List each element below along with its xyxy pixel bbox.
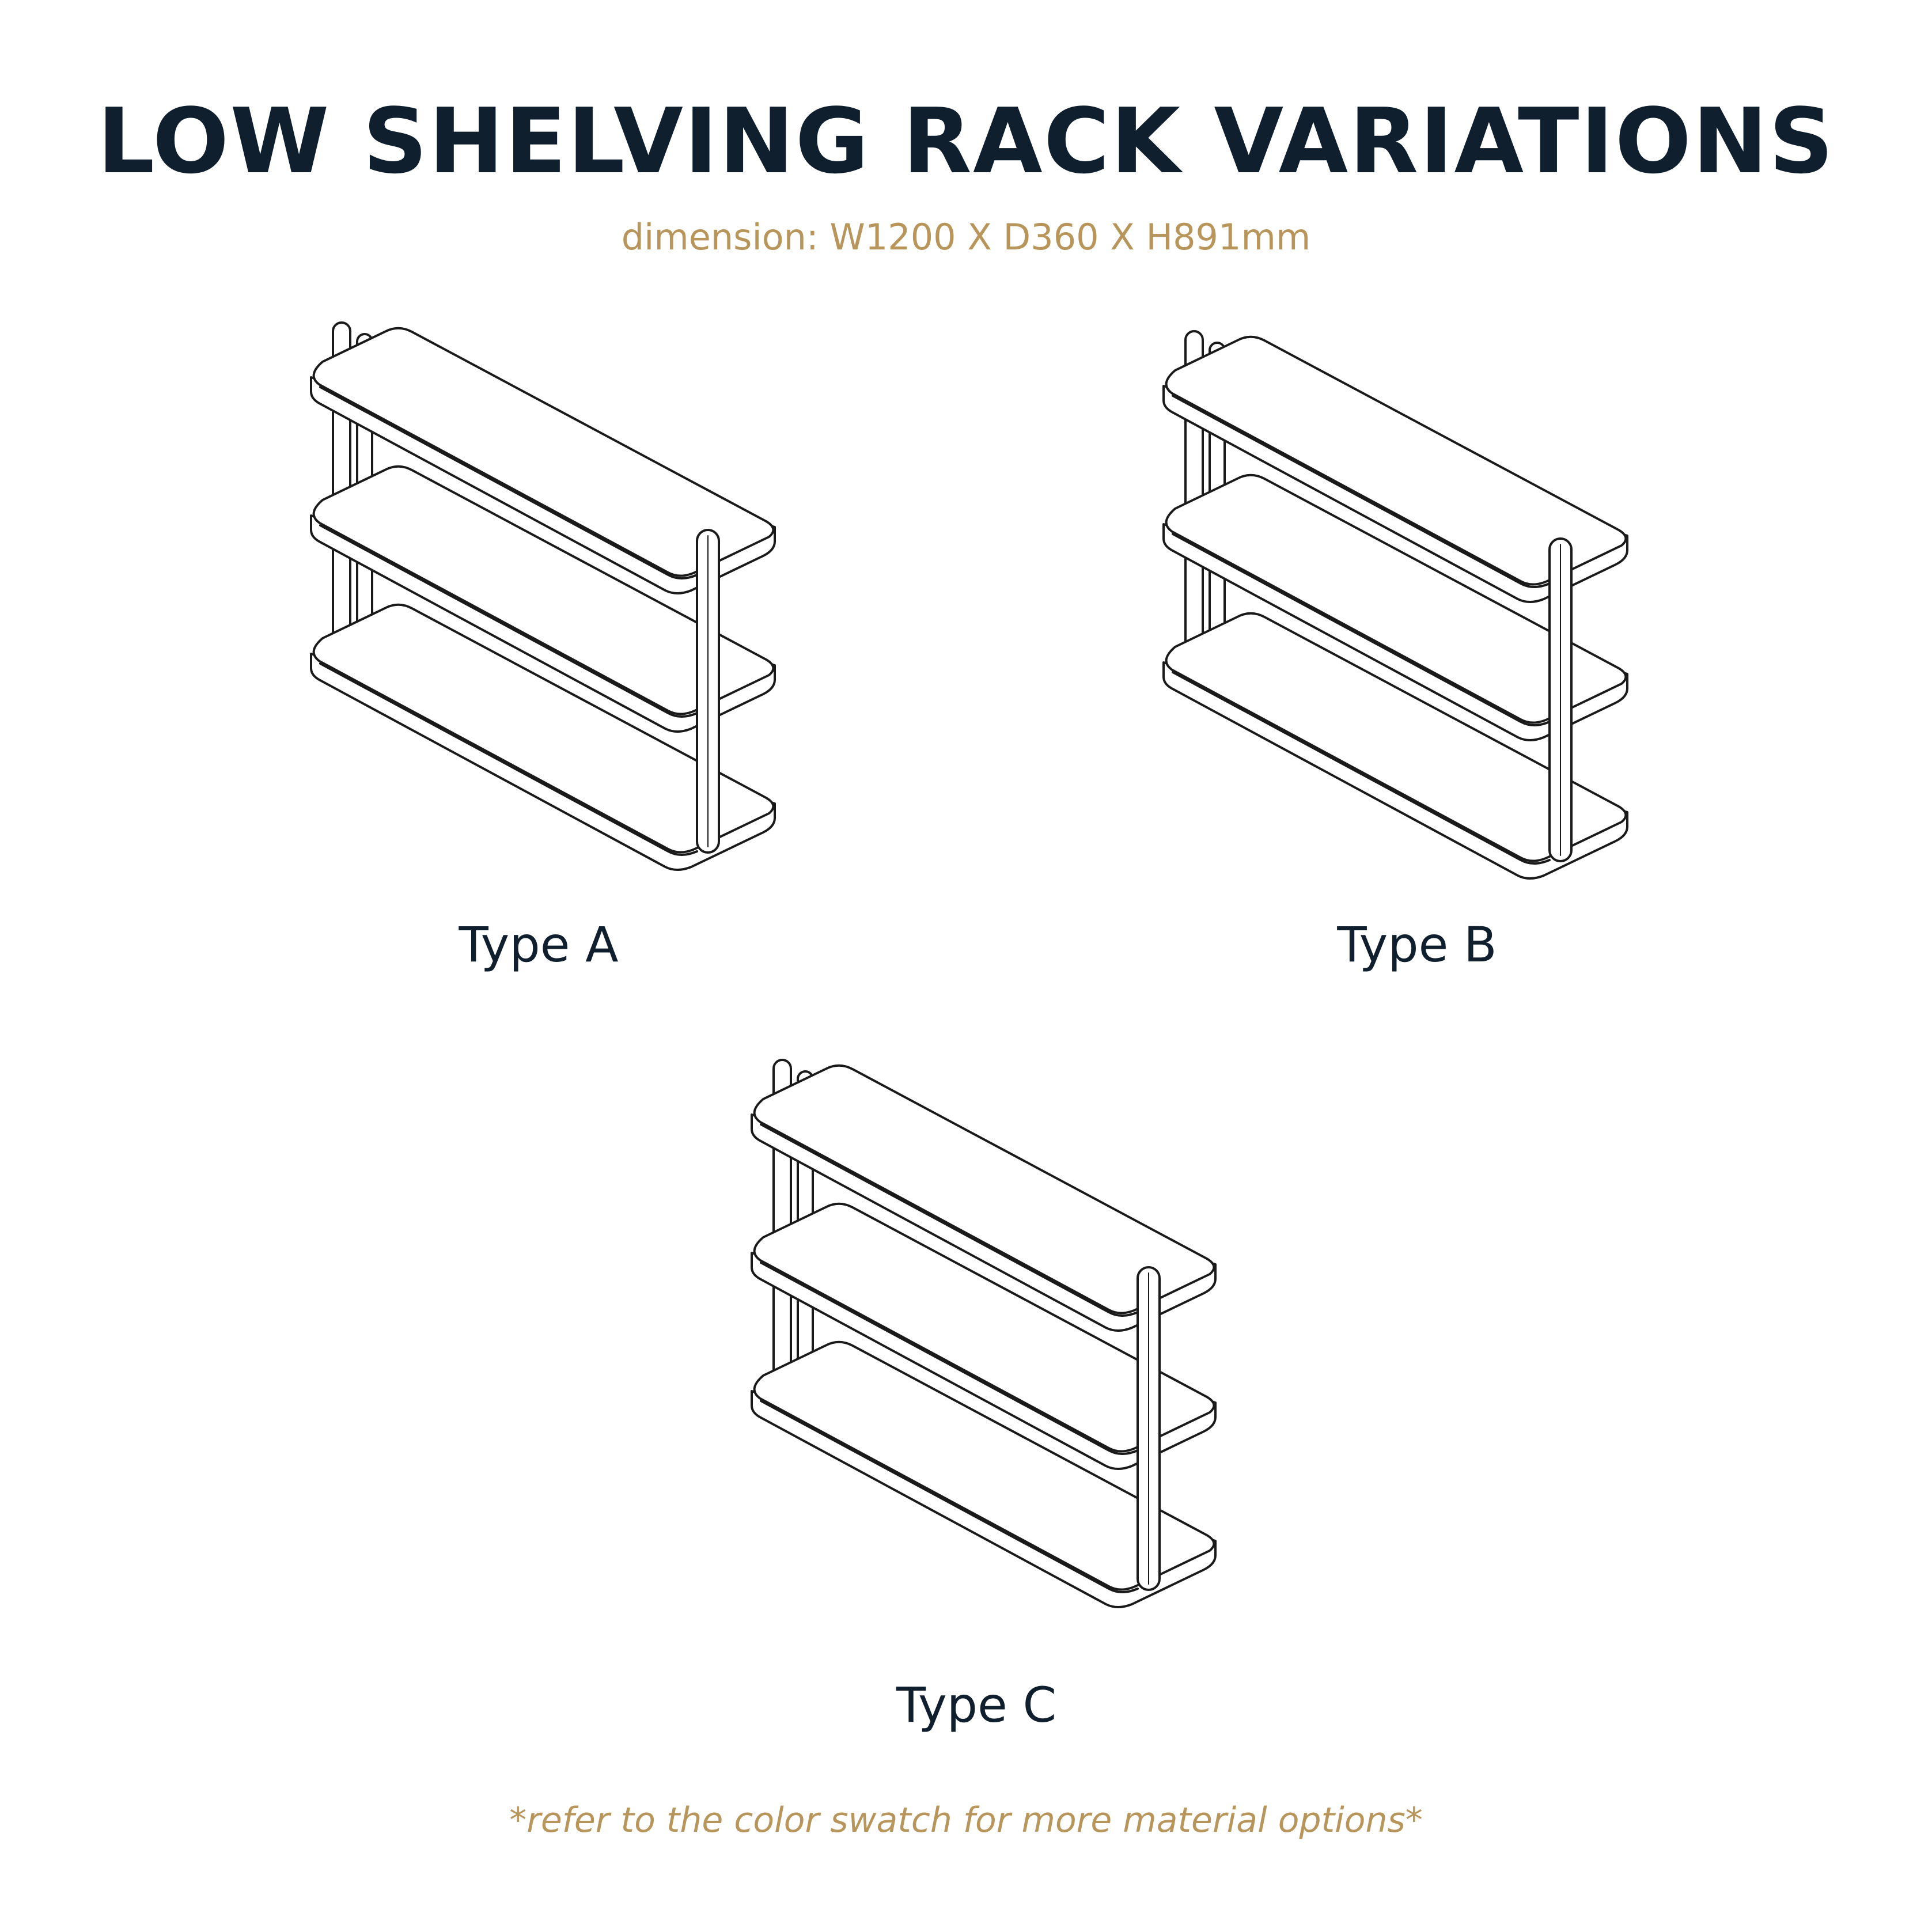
- rack-label-type-b: Type B: [1337, 916, 1497, 973]
- rack-a-svg: [310, 321, 776, 871]
- rack-b-shelf-3: [1162, 612, 1628, 880]
- rack-drawing-type-b: [1152, 308, 1659, 896]
- page-title: LOW SHELVING RACK VARIATIONS: [97, 89, 1835, 194]
- rack-b-lines: [1162, 330, 1628, 880]
- rack-c-shelf-2: [751, 1202, 1217, 1470]
- rack-label-type-c: Type C: [896, 1677, 1057, 1733]
- rack-a-shelf-2: [310, 465, 776, 733]
- rack-drawing-type-a: [300, 300, 806, 887]
- rack-b-shelf-2: [1162, 473, 1628, 741]
- rack-a-shelf-3: [310, 603, 776, 871]
- rack-b-shelf-1: [1162, 335, 1628, 603]
- material-footnote: *refer to the color swatch for more mate…: [509, 1800, 1423, 1840]
- rack-c-shelf-3: [751, 1340, 1217, 1608]
- rack-c-lines: [751, 1059, 1217, 1608]
- dimension-subtitle: dimension: W1200 X D360 X H891mm: [621, 216, 1311, 258]
- rack-a-lines: [310, 321, 776, 871]
- rack-c-shelf-1: [751, 1064, 1217, 1332]
- rack-c-svg: [751, 1059, 1217, 1608]
- rack-b-svg: [1162, 330, 1628, 880]
- rack-a-shelf-1: [310, 327, 776, 594]
- rack-drawing-type-c: [740, 1037, 1247, 1624]
- rack-label-type-a: Type A: [459, 916, 619, 973]
